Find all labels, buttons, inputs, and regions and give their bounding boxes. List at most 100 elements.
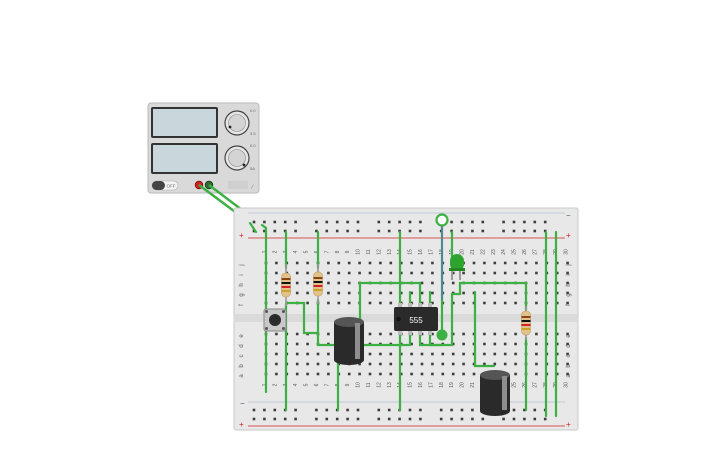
grid-hole[interactable] bbox=[389, 352, 393, 356]
grid-hole[interactable] bbox=[566, 271, 569, 275]
grid-hole[interactable] bbox=[275, 372, 278, 376]
rail-hole[interactable] bbox=[283, 229, 287, 233]
grid-hole[interactable] bbox=[420, 372, 424, 376]
grid-hole[interactable] bbox=[327, 332, 330, 336]
grid-hole[interactable] bbox=[431, 352, 434, 356]
rail-hole[interactable] bbox=[377, 220, 381, 224]
grid-hole[interactable] bbox=[399, 372, 403, 376]
rail-hole[interactable] bbox=[533, 417, 537, 421]
rail-hole[interactable] bbox=[387, 408, 391, 412]
grid-hole[interactable] bbox=[347, 261, 351, 265]
rail-hole[interactable] bbox=[502, 229, 505, 233]
grid-hole[interactable] bbox=[295, 332, 299, 336]
rail-hole[interactable] bbox=[315, 220, 318, 224]
grid-hole[interactable] bbox=[275, 352, 278, 356]
grid-hole[interactable] bbox=[462, 342, 465, 346]
rail-hole[interactable] bbox=[419, 408, 422, 412]
junction-node[interactable] bbox=[436, 329, 448, 341]
grid-hole[interactable] bbox=[347, 291, 351, 295]
grid-hole[interactable] bbox=[462, 362, 465, 366]
grid-hole[interactable] bbox=[420, 291, 424, 295]
rail-hole[interactable] bbox=[325, 220, 329, 224]
rail-hole[interactable] bbox=[387, 417, 391, 421]
rail-hole[interactable] bbox=[273, 220, 277, 224]
grid-hole[interactable] bbox=[306, 271, 309, 275]
grid-hole[interactable] bbox=[514, 301, 517, 305]
resistor[interactable] bbox=[281, 264, 291, 306]
grid-hole[interactable] bbox=[399, 271, 403, 275]
grid-hole[interactable] bbox=[566, 362, 569, 366]
grid-hole[interactable] bbox=[399, 352, 403, 356]
resistor[interactable] bbox=[313, 264, 323, 304]
rail-hole[interactable] bbox=[460, 229, 464, 233]
rail-hole[interactable] bbox=[471, 220, 474, 224]
rail-hole[interactable] bbox=[325, 408, 329, 412]
rail-hole[interactable] bbox=[471, 417, 474, 421]
grid-hole[interactable] bbox=[347, 372, 351, 376]
grid-hole[interactable] bbox=[420, 362, 424, 366]
grid-hole[interactable] bbox=[295, 261, 299, 265]
grid-hole[interactable] bbox=[316, 372, 320, 376]
grid-hole[interactable] bbox=[306, 291, 309, 295]
grid-hole[interactable] bbox=[306, 352, 309, 356]
rail-hole[interactable] bbox=[315, 229, 318, 233]
rail-hole[interactable] bbox=[460, 220, 464, 224]
grid-hole[interactable] bbox=[431, 261, 434, 265]
rail-hole[interactable] bbox=[450, 220, 453, 224]
rail-hole[interactable] bbox=[408, 417, 412, 421]
grid-hole[interactable] bbox=[410, 271, 413, 275]
grid-hole[interactable] bbox=[503, 342, 507, 346]
grid-hole[interactable] bbox=[503, 271, 507, 275]
grid-hole[interactable] bbox=[535, 332, 538, 336]
grid-hole[interactable] bbox=[462, 352, 465, 356]
rail-hole[interactable] bbox=[252, 408, 256, 412]
grid-hole[interactable] bbox=[472, 261, 476, 265]
grid-hole[interactable] bbox=[368, 362, 372, 366]
grid-hole[interactable] bbox=[389, 372, 393, 376]
rail-hole[interactable] bbox=[439, 417, 443, 421]
rail-hole[interactable] bbox=[471, 408, 474, 412]
capacitor-right[interactable] bbox=[480, 370, 510, 416]
grid-hole[interactable] bbox=[441, 372, 445, 376]
grid-hole[interactable] bbox=[503, 332, 507, 336]
grid-hole[interactable] bbox=[431, 281, 434, 285]
grid-hole[interactable] bbox=[275, 362, 278, 366]
grid-hole[interactable] bbox=[566, 291, 569, 295]
grid-hole[interactable] bbox=[347, 301, 351, 305]
grid-hole[interactable] bbox=[420, 352, 424, 356]
grid-hole[interactable] bbox=[316, 362, 320, 366]
grid-hole[interactable] bbox=[358, 261, 361, 265]
rail-hole[interactable] bbox=[439, 408, 443, 412]
rail-hole[interactable] bbox=[377, 408, 381, 412]
grid-hole[interactable] bbox=[566, 301, 569, 305]
rail-hole[interactable] bbox=[512, 220, 516, 224]
rail-hole[interactable] bbox=[408, 229, 412, 233]
rail-hole[interactable] bbox=[502, 220, 505, 224]
grid-hole[interactable] bbox=[306, 362, 309, 366]
grid-hole[interactable] bbox=[462, 332, 465, 336]
grid-hole[interactable] bbox=[275, 301, 278, 305]
grid-hole[interactable] bbox=[535, 372, 538, 376]
grid-hole[interactable] bbox=[368, 271, 372, 275]
grid-hole[interactable] bbox=[379, 352, 382, 356]
grid-hole[interactable] bbox=[472, 372, 476, 376]
rail-hole[interactable] bbox=[377, 229, 381, 233]
rail-hole[interactable] bbox=[502, 417, 505, 421]
rail-hole[interactable] bbox=[398, 417, 401, 421]
rail-hole[interactable] bbox=[481, 229, 485, 233]
grid-hole[interactable] bbox=[483, 362, 486, 366]
grid-hole[interactable] bbox=[462, 291, 465, 295]
grid-hole[interactable] bbox=[451, 352, 455, 356]
grid-hole[interactable] bbox=[379, 291, 382, 295]
rail-hole[interactable] bbox=[263, 417, 266, 421]
grid-hole[interactable] bbox=[275, 281, 278, 285]
rail-hole[interactable] bbox=[356, 408, 360, 412]
rail-hole[interactable] bbox=[377, 417, 381, 421]
rail-hole[interactable] bbox=[335, 220, 339, 224]
grid-hole[interactable] bbox=[451, 301, 455, 305]
rail-hole[interactable] bbox=[325, 229, 329, 233]
rail-hole[interactable] bbox=[533, 229, 537, 233]
grid-hole[interactable] bbox=[358, 362, 361, 366]
rail-hole[interactable] bbox=[356, 229, 360, 233]
grid-hole[interactable] bbox=[441, 352, 445, 356]
